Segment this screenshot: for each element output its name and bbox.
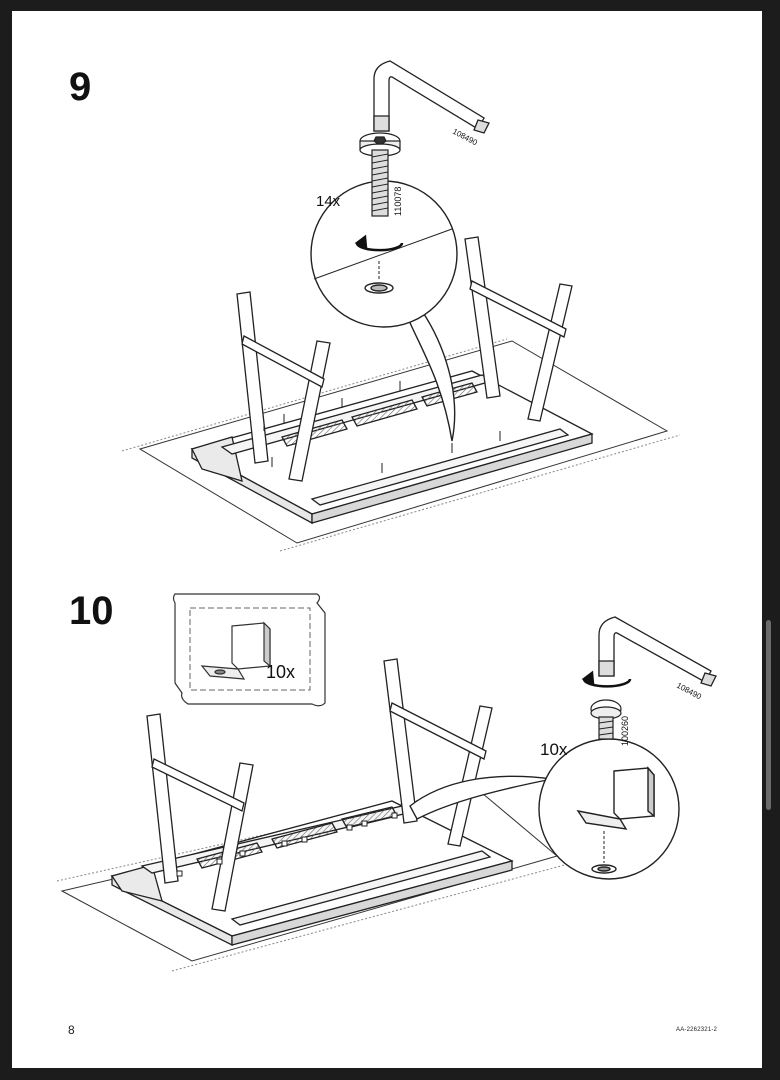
step-10-bracket-callout bbox=[172, 593, 326, 707]
step-9-detail-magnifier bbox=[310, 180, 458, 442]
step-10-detail-magnifier bbox=[409, 738, 680, 880]
step-10-screw-quantity: 10x bbox=[540, 740, 568, 759]
step-10-magnified-bracket-icon bbox=[576, 766, 655, 830]
document-code: AA-2262321-2 bbox=[676, 1027, 718, 1033]
step-9-bolt-icon bbox=[359, 132, 401, 217]
step-10-bolt-icon bbox=[590, 699, 622, 740]
step-10-bracket-quantity: 10x bbox=[266, 662, 295, 682]
page-number: 8 bbox=[68, 1023, 75, 1037]
instruction-page: 9 10 bbox=[12, 11, 762, 1068]
step-10-tool-code: 108490 bbox=[675, 681, 703, 702]
step-9-table-underside-illustration bbox=[190, 236, 594, 525]
step-10-table-underside-illustration bbox=[110, 658, 514, 947]
step-10-turn-arrow-icon bbox=[581, 670, 632, 688]
step-9-allen-key-icon bbox=[373, 60, 490, 134]
step-9-screw-code: 110078 bbox=[393, 187, 403, 216]
step-10-screw-code: 100260 bbox=[620, 716, 630, 746]
assembly-illustrations: 14x 110078 108490 10x bbox=[56, 60, 717, 972]
step-9-quantity: 14x bbox=[316, 193, 341, 210]
step-10-bracket-icon bbox=[200, 621, 271, 680]
step-9-turn-arrow-icon bbox=[354, 234, 404, 252]
step-10-allen-key-icon bbox=[598, 616, 717, 687]
vertical-scrollbar[interactable] bbox=[766, 620, 771, 810]
step-number-9: 9 bbox=[69, 65, 92, 109]
step-number-10: 10 bbox=[69, 589, 114, 633]
